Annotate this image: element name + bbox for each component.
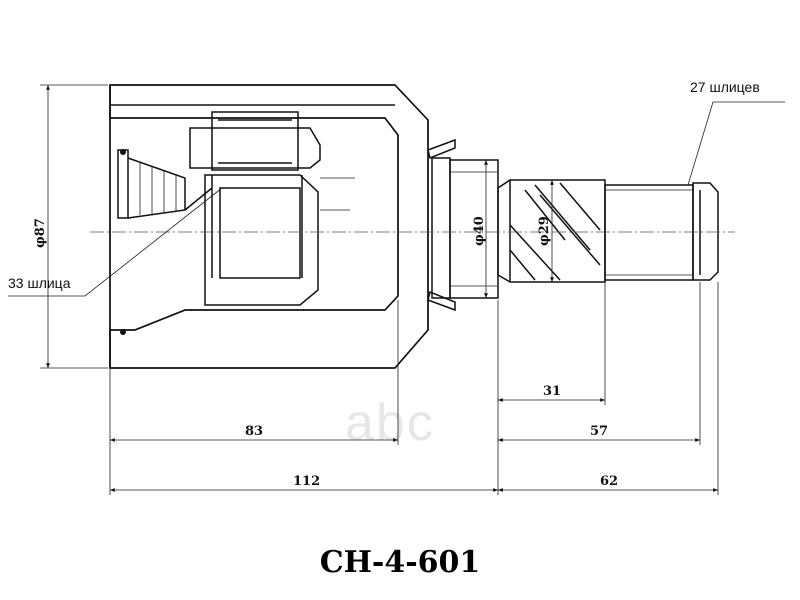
dim-57: 57 — [498, 424, 700, 442]
dim-31: 31 — [498, 384, 605, 402]
label-dim-57: 57 — [590, 424, 608, 439]
leader-33-splines: 33 шлица — [8, 187, 223, 297]
part-number: CH-4-601 — [320, 545, 481, 580]
housing-section — [109, 84, 429, 369]
neck-section — [427, 138, 499, 312]
label-diam-40: φ40 — [472, 216, 487, 246]
dim-diameter-40: φ40 — [472, 159, 488, 298]
dim-62: 62 — [498, 474, 718, 492]
dim-83: 83 — [110, 424, 398, 442]
dim-diameter-87: φ87 — [33, 84, 108, 369]
label-dim-83: 83 — [245, 424, 263, 439]
label-dim-62: 62 — [600, 474, 618, 489]
watermark-text: abc — [345, 394, 435, 452]
dim-diameter-29: φ29 — [537, 179, 554, 282]
inner-race — [184, 111, 355, 306]
label-27-splines: 27 шлицев — [690, 79, 760, 95]
shaft — [497, 179, 719, 283]
label-diam-29: φ29 — [537, 216, 552, 246]
dim-112: 112 — [110, 474, 498, 492]
label-dim-31: 31 — [543, 384, 561, 399]
label-dim-112: 112 — [293, 474, 320, 489]
label-33-splines: 33 шлица — [8, 275, 71, 291]
label-diam-87: φ87 — [33, 218, 48, 248]
leader-27-splines: 27 шлицев — [687, 79, 785, 186]
